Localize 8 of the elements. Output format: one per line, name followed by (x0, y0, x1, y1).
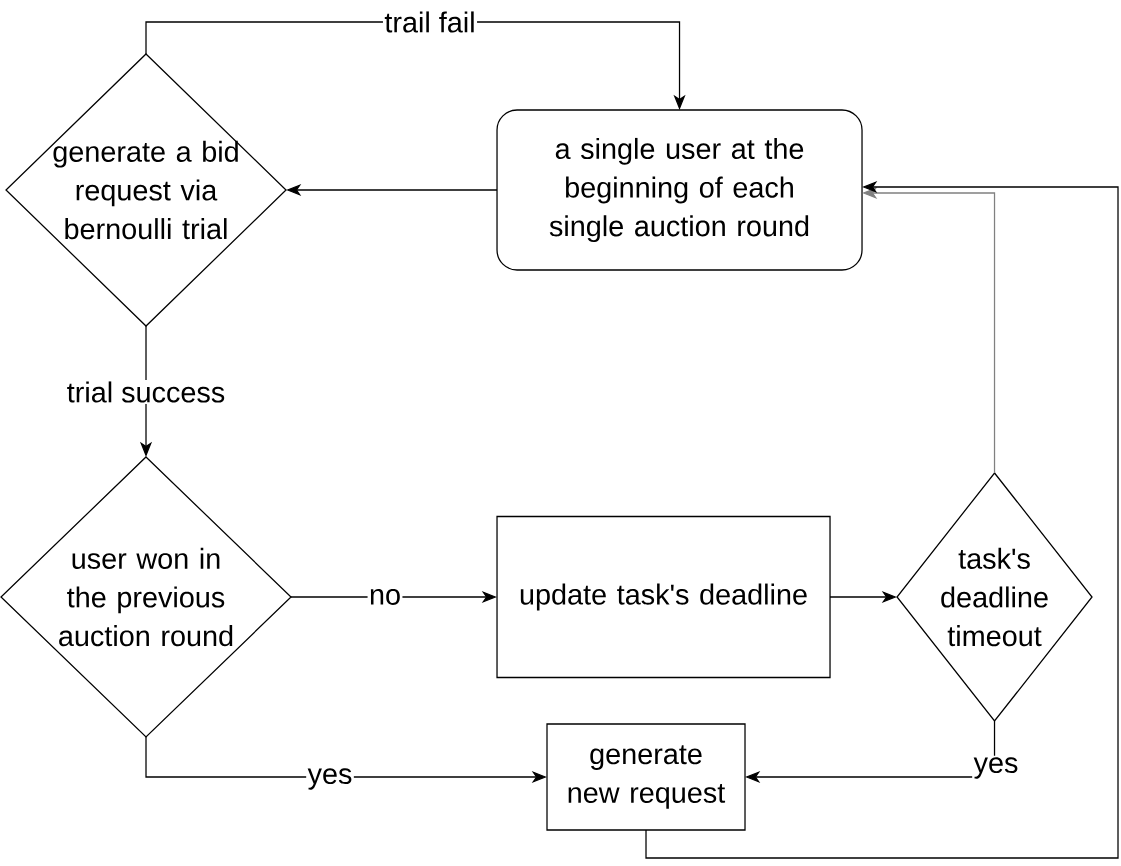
edge-label: yes (972, 755, 1020, 781)
edge-label: yes (306, 766, 354, 792)
edge-label: trial success (65, 380, 227, 404)
process-box: generate new request (546, 723, 746, 831)
edge-label: trail fail (382, 10, 478, 34)
process-box: a single user at the beginning of each single auction round (496, 109, 863, 271)
edge-label: no (367, 587, 403, 607)
process-box: update task's deadline (496, 515, 831, 679)
